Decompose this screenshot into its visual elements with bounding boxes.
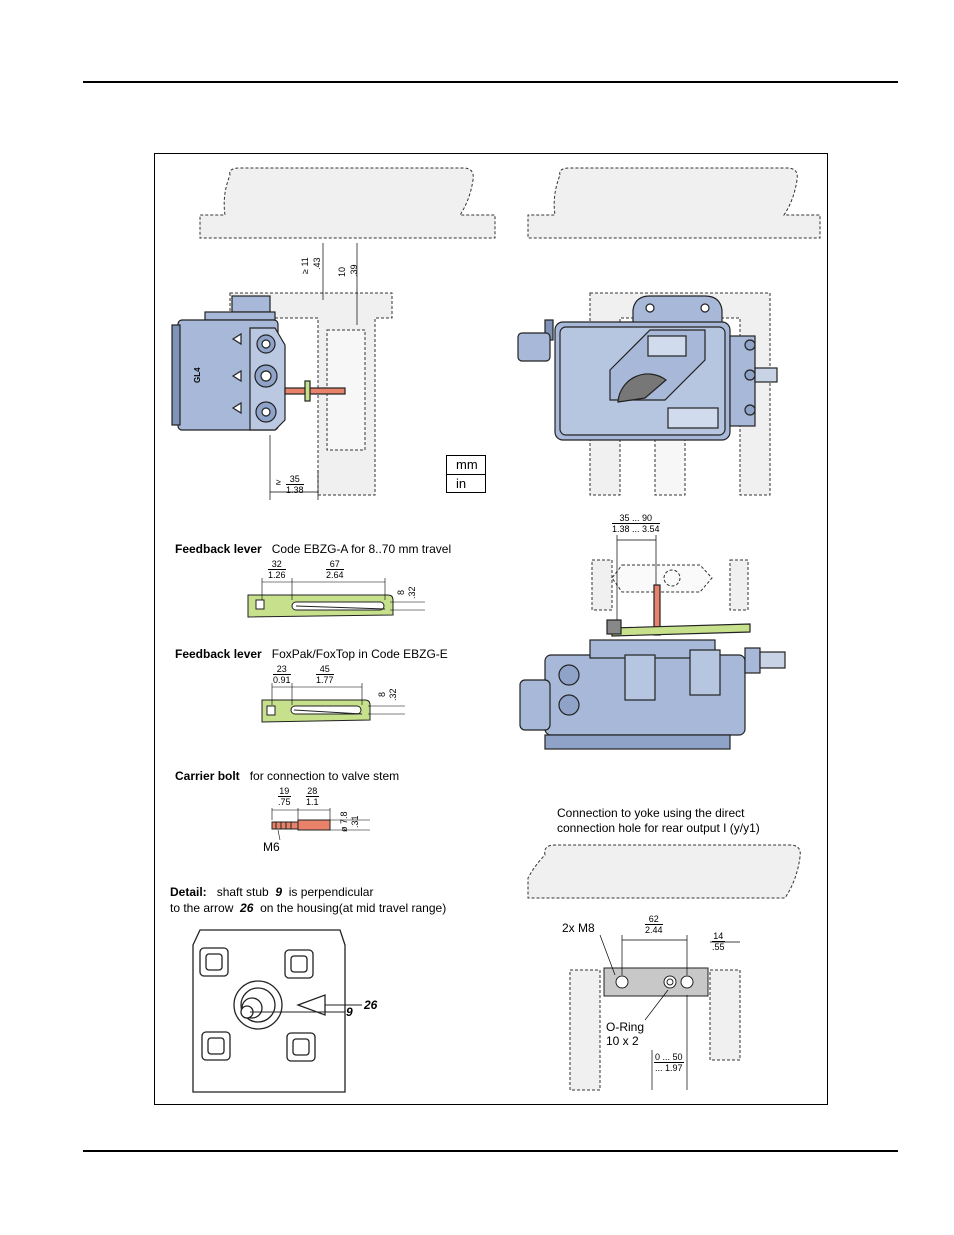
dim-bolt-3-in: .31 xyxy=(350,815,360,828)
actuator-diaphragm-left xyxy=(199,167,496,239)
bolts-label: 2x M8 xyxy=(562,921,595,935)
figure-frame xyxy=(154,153,828,1105)
housing-label: GL4 xyxy=(193,367,202,383)
units-legend: mm in xyxy=(446,455,486,493)
bottom-rule xyxy=(83,1150,898,1152)
dim-yoke-offset: 14.55 xyxy=(712,931,725,952)
dim-yoke-range: 0 ... 50... 1.97 xyxy=(654,1052,684,1073)
positioner-top xyxy=(519,584,786,750)
dims-bottom-right xyxy=(599,934,740,1090)
feedback-lever-a-drawing xyxy=(247,594,394,618)
yoke-top-view xyxy=(591,559,749,611)
dims-lever-a xyxy=(261,578,425,611)
dim-lever-a-3: 8 xyxy=(396,589,406,595)
unit-mm: mm xyxy=(447,456,485,475)
carrier-bolt-drawing xyxy=(271,819,331,831)
oring-label-1: O-Ring xyxy=(606,1020,645,1034)
lever-e-caption: Feedback lever FoxPak/FoxTop in Code EBZ… xyxy=(175,647,448,661)
dim-bolt-3: ø 7.8 xyxy=(339,811,349,832)
detail-caption-1: Detail: shaft stub 9 is perpendicular xyxy=(170,885,374,899)
carrier-bolt-caption: Carrier bolt for connection to valve ste… xyxy=(175,769,400,783)
yoke-bottom xyxy=(569,969,741,1091)
width-min-symbol: ≥ xyxy=(276,477,281,487)
lever-a-caption: Feedback lever Code EBZG-A for 8..70 mm … xyxy=(175,542,452,556)
dims-lever-e xyxy=(271,683,405,715)
actuator-diaphragm-right xyxy=(527,167,821,239)
yoke-caption-2: connection hole for rear output I (y/y1) xyxy=(557,821,760,835)
dim-lever-e-3-in: .32 xyxy=(388,688,398,701)
dim-lever-a-3-in: .32 xyxy=(407,586,417,599)
dim-width-min: 35 1.38 xyxy=(286,474,304,495)
dim-offset-in: .39 xyxy=(349,264,359,277)
dims-carrier-bolt xyxy=(271,808,370,841)
feedback-lever-e-drawing xyxy=(261,699,371,723)
positioner-side xyxy=(171,295,346,431)
yoke-caption-1: Connection to yoke using the direct xyxy=(557,806,745,820)
dim-offset: 10 xyxy=(337,266,347,277)
unit-in: in xyxy=(456,476,467,491)
positioner-front xyxy=(517,295,778,441)
actuator-diaphragm-bottom xyxy=(527,844,801,899)
dim-gap-min-in: .43 xyxy=(312,257,322,270)
callout-26: 26 xyxy=(364,998,378,1012)
dim-bolt-1: 19.75 xyxy=(278,786,291,807)
dims-top-left xyxy=(269,243,358,500)
dim-gap-min: ≥ 11 xyxy=(300,257,310,274)
yoke-plate xyxy=(603,967,709,997)
detail-caption-2: to the arrow 26 on the housing(at mid tr… xyxy=(170,901,447,915)
detail-drawing xyxy=(192,929,362,1093)
thread-label: M6 xyxy=(263,840,280,854)
dim-lever-e-3: 8 xyxy=(377,691,387,697)
oring-label-2: 10 x 2 xyxy=(606,1034,639,1048)
callout-9: 9 xyxy=(346,1005,353,1019)
top-rule xyxy=(83,81,898,83)
